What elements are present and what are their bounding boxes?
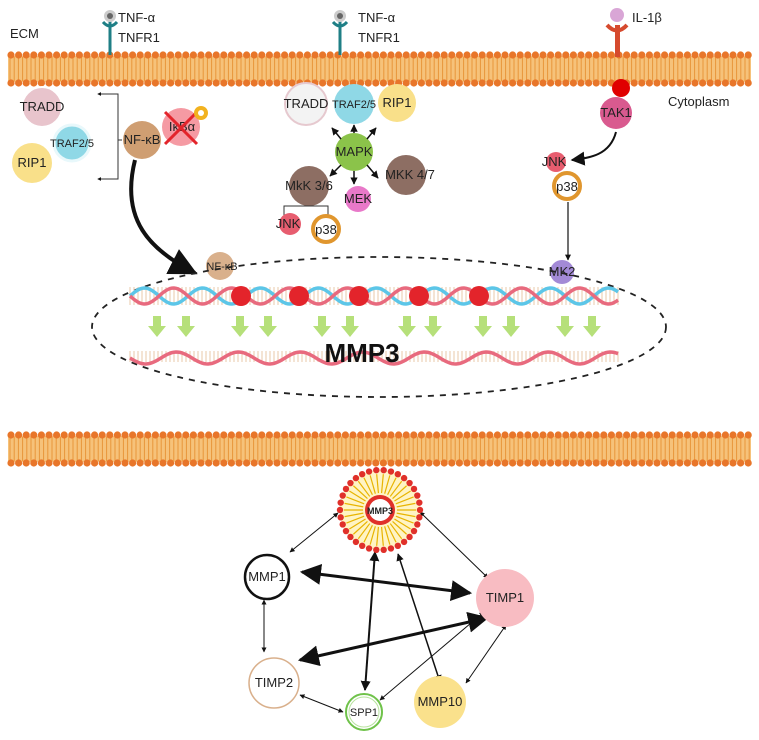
- cytoplasm-label: Cytoplasm: [668, 94, 729, 109]
- jnk-label-right: JNK: [542, 154, 567, 169]
- edge-mmp10-timp1: [465, 624, 507, 684]
- cell-membrane-top: [7, 51, 752, 87]
- p38-node-right: [552, 171, 582, 201]
- p38-label-middle: p38: [315, 222, 337, 237]
- dna-double-helix: [128, 286, 620, 306]
- mrna-strand: [129, 350, 619, 366]
- transcription-arrows: [148, 316, 601, 337]
- mek-node: [345, 186, 371, 212]
- jnk-node-right: [546, 152, 566, 172]
- degradation-cross-icon: [163, 110, 199, 146]
- edge-mmp3-timp1: [419, 511, 489, 579]
- traf-label-left: TRAF2/5: [50, 138, 94, 150]
- mmp1-label: MMP1: [248, 569, 286, 584]
- mapk-node: [335, 133, 373, 171]
- transcription-factor-binding-sites: [231, 286, 489, 306]
- tak1-label: TAK1: [600, 105, 632, 120]
- receptor-tnfr1-middle: [331, 10, 349, 55]
- tradd-label-left: TRADD: [20, 99, 65, 114]
- mmp10-label: MMP10: [418, 694, 463, 709]
- mapk-arrows: [329, 124, 379, 185]
- rip1-node-middle: [378, 84, 416, 122]
- mapk-label: MAPK: [336, 144, 373, 159]
- p38-node-middle: [311, 214, 341, 244]
- timp1-label: TIMP1: [486, 590, 524, 605]
- edge-mmp3-spp1: [360, 551, 380, 691]
- mkk36-bracket: [283, 205, 329, 216]
- edge-timp2-spp1: [299, 694, 344, 713]
- mk2-node: [550, 260, 574, 284]
- mmp10-node: [414, 676, 466, 728]
- tradd-node-left: [21, 86, 63, 128]
- tradd-node-middle: [284, 82, 328, 126]
- edge-timp2-timp1: [297, 611, 490, 667]
- edge-mmp3-mmp10: [396, 553, 442, 683]
- network-edges: [261, 511, 507, 713]
- mk2-label: MK2: [549, 264, 576, 279]
- tnf-alpha-label-middle: TNF-α: [358, 10, 396, 25]
- receptor-tnfr1-left: [101, 10, 119, 55]
- rip1-label-middle: RIP1: [383, 95, 412, 110]
- tradd-label-middle: TRADD: [284, 96, 329, 111]
- nfkb-node: [123, 121, 161, 159]
- il1-beta-ligand-icon: [610, 8, 624, 22]
- traf-node-middle: [334, 84, 374, 124]
- nfkb-label: NF-κB: [124, 132, 161, 147]
- mkk47-label: MKK 4/7: [385, 167, 435, 182]
- rip1-node-left: [12, 143, 52, 183]
- edge-mmp1-timp1: [299, 563, 473, 602]
- mmp1-node: [243, 553, 291, 601]
- traf-node-left: [52, 123, 92, 163]
- nfkb-translocation-arrow: [129, 159, 198, 275]
- receptor-il1-right: [605, 8, 629, 57]
- mek-label: MEK: [344, 191, 373, 206]
- nfkb-nucleus-node: [206, 252, 234, 280]
- tnfr1-label-middle: TNFR1: [358, 30, 400, 45]
- tak1-to-jnk-arrow: [570, 131, 617, 166]
- mmp3-liposome-hub: [336, 466, 424, 554]
- spp1-label: SPP1: [350, 707, 378, 719]
- timp1-node: [476, 569, 534, 627]
- tnfr1-label-left: TNFR1: [118, 30, 160, 45]
- nucleus-boundary: [91, 256, 667, 398]
- complex-bracket: [98, 93, 119, 180]
- timp2-label: TIMP2: [255, 675, 293, 690]
- p38-label-right: p38: [556, 179, 578, 194]
- ecm-label: ECM: [10, 26, 39, 41]
- il1-beta-label: IL-1β: [632, 10, 662, 25]
- rip1-label-left: RIP1: [18, 155, 47, 170]
- tak1-node: [600, 97, 632, 129]
- adaptor-dot-icon: [612, 79, 630, 97]
- timp2-node: [248, 657, 300, 709]
- jnk-node-middle: [279, 213, 301, 235]
- tnf-alpha-label-left: TNF-α: [118, 10, 156, 25]
- mkk36-label: MkK 3/6: [285, 178, 333, 193]
- jnk-label-middle: JNK: [276, 216, 301, 231]
- nfkb-nucleus-label: NF-κB: [206, 261, 237, 273]
- phosphate-icon: [194, 106, 208, 120]
- mmp3-hub-label: MMP3: [367, 506, 393, 516]
- mkk36-node: [289, 166, 329, 206]
- traf-label-middle: TRAF2/5: [332, 99, 376, 111]
- edge-mmp3-mmp1: [289, 512, 339, 553]
- cell-membrane-bottom: [7, 431, 752, 467]
- mmp3-gene-label: MMP3: [324, 338, 399, 368]
- mkk47-node: [386, 155, 426, 195]
- spp1-node: [345, 693, 383, 731]
